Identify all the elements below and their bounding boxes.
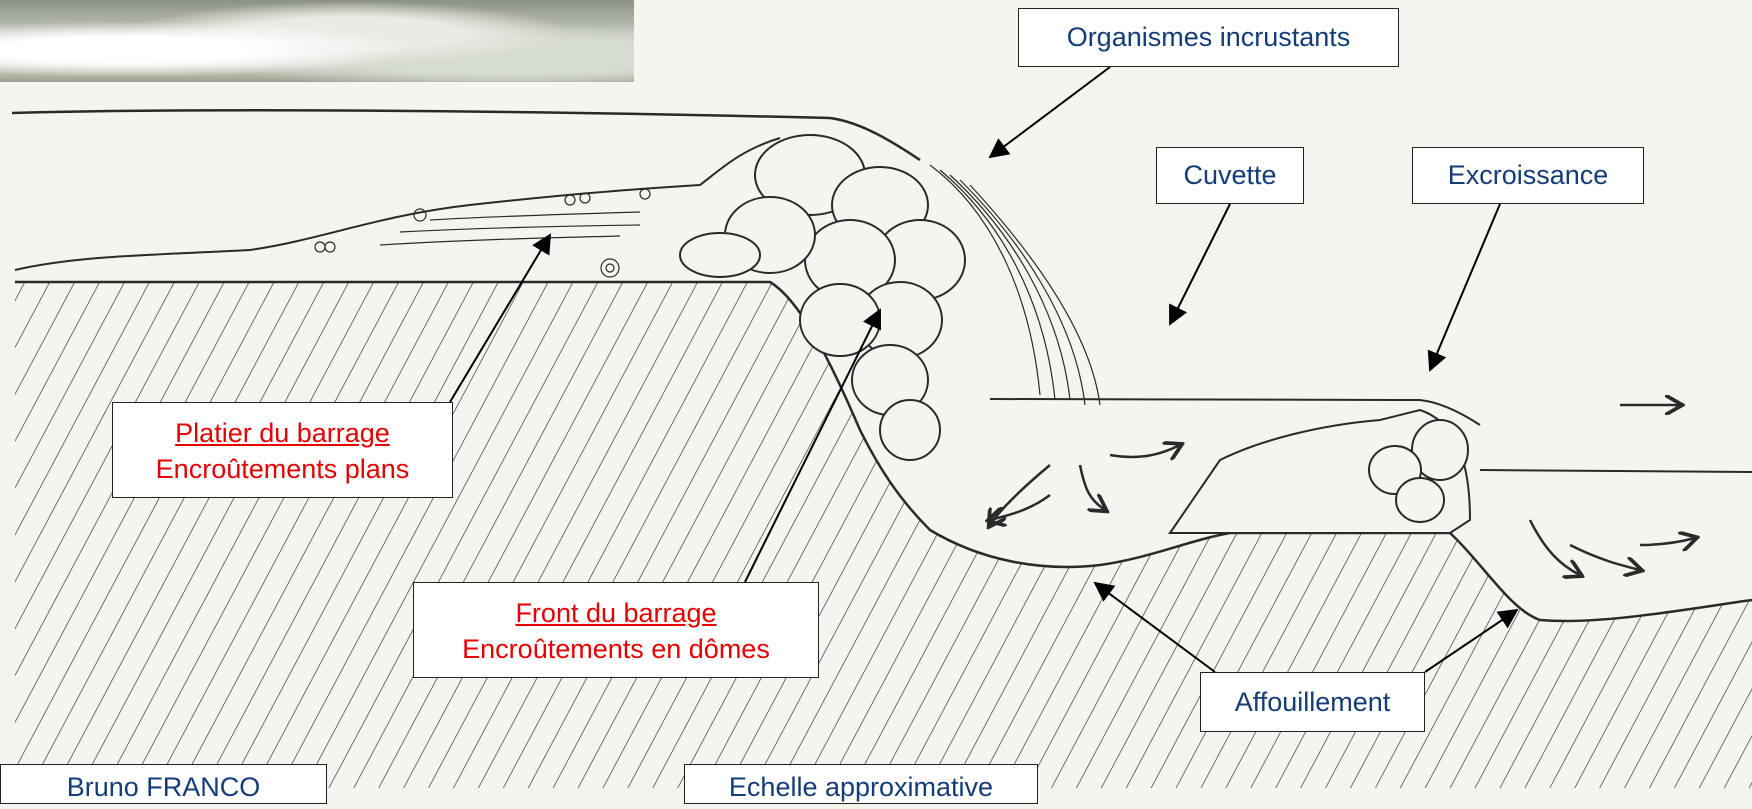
platier-strata (380, 212, 640, 245)
label-cuvette: Cuvette (1156, 147, 1304, 204)
platier-crust (15, 138, 780, 270)
excroissance-text: Excroissance (1448, 160, 1609, 190)
organismes-text: Organismes incrustants (1067, 22, 1351, 52)
platier-title: Platier du barrage (125, 415, 440, 451)
label-author: Bruno FRANCO (0, 764, 327, 804)
front-subtitle: Encroûtements en dômes (426, 631, 806, 667)
cuvette-text: Cuvette (1183, 160, 1276, 190)
water-surface-downstream (1480, 470, 1752, 472)
scale-text: Echelle approximative (729, 772, 993, 802)
label-affouillement: Affouillement (1200, 672, 1425, 732)
label-front: Front du barrage Encroûtements en dômes (413, 582, 819, 678)
label-platier: Platier du barrage Encroûtements plans (112, 402, 453, 498)
label-excroissance: Excroissance (1412, 147, 1644, 204)
platier-pebbles (315, 189, 650, 277)
affouillement-text: Affouillement (1235, 687, 1391, 717)
label-scale: Echelle approximative (684, 764, 1038, 804)
label-organismes-incrustants: Organismes incrustants (1018, 8, 1399, 67)
dam-cross-section-drawing (0, 0, 1752, 788)
author-text: Bruno FRANCO (67, 772, 261, 802)
front-title: Front du barrage (426, 595, 806, 631)
platier-subtitle: Encroûtements plans (125, 451, 440, 487)
